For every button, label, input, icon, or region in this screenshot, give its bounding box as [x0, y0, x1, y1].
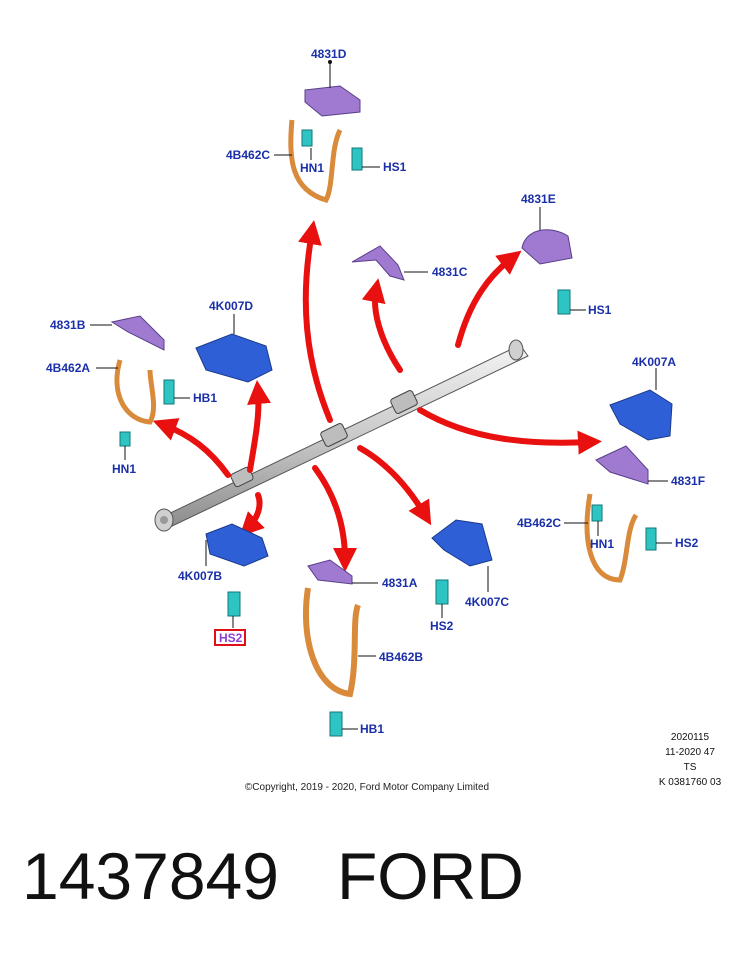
fastener-HS1-right — [557, 289, 571, 315]
driveshaft — [154, 339, 529, 532]
label-4K007B: 4K007B — [178, 569, 222, 583]
arrow-to-4K007C — [357, 445, 432, 526]
label-4K007C: 4K007C — [465, 595, 509, 609]
shaft-joint-center — [320, 423, 348, 447]
strap-4B462A — [114, 359, 157, 425]
group-4831D — [274, 60, 380, 203]
arrow-to-4831B — [152, 418, 231, 478]
red-arrows — [152, 220, 602, 572]
driveshaft-exploded-diagram: 4831D 4B462C HN1 HS1 4831E HS1 4831C 483… — [46, 47, 705, 737]
meta-line-1: 2020115 — [670, 732, 710, 743]
group-4831E — [521, 207, 586, 315]
label-HN1-top: HN1 — [300, 161, 324, 175]
callout-labels: 4831D 4B462C HN1 HS1 4831E HS1 4831C 483… — [46, 47, 705, 736]
diagram-metadata: 2020115 11-2020 47 TS K 0381760 03 — [648, 730, 732, 790]
bracket-4831B — [110, 315, 165, 351]
fastener-HS2-highlight — [227, 591, 241, 617]
highlight-box-HS2 — [214, 629, 246, 646]
bracket-4831C — [351, 245, 405, 281]
label-4K007D: 4K007D — [209, 299, 253, 313]
fastener-HN1-left — [119, 431, 131, 447]
fastener-HN1-right — [591, 504, 603, 522]
meta-line-2: 11-2020 47 — [665, 747, 715, 758]
fastener-HB1-bottom — [329, 711, 343, 737]
label-HB1-bottom: HB1 — [360, 722, 384, 736]
strap-4B462C-top — [288, 119, 343, 203]
bracket-4831F — [595, 445, 649, 485]
part-number: 1437849 — [22, 839, 279, 913]
label-4831E: 4831E — [521, 192, 556, 206]
label-4B462C-top: 4B462C — [226, 148, 270, 162]
fastener-HN1-top — [301, 129, 313, 147]
label-4831B: 4831B — [50, 318, 86, 332]
shield-4K007A — [609, 389, 673, 441]
arrow-to-4K007D — [247, 380, 271, 473]
fastener-HB1-left — [163, 379, 175, 405]
fastener-HS1-top — [351, 147, 363, 171]
group-4K007C — [431, 519, 493, 618]
label-HS1-top: HS1 — [383, 160, 407, 174]
bracket-4831A — [307, 559, 353, 585]
shield-4K007B — [205, 523, 269, 567]
label-HS2-right: HS2 — [675, 536, 699, 550]
arrow-to-4831D — [298, 220, 333, 423]
bracket-4831D — [304, 85, 361, 117]
brand-name: FORD — [336, 839, 524, 913]
label-4B462B: 4B462B — [379, 650, 423, 664]
label-4B462A: 4B462A — [46, 361, 90, 375]
arrow-to-4831A — [312, 465, 357, 572]
arrow-to-4K007B — [239, 492, 265, 537]
label-4831C: 4831C — [432, 265, 468, 279]
group-4K007A — [564, 368, 673, 583]
strap-4B462C-right — [584, 493, 639, 583]
footer-title: 1437849 FORD — [22, 838, 524, 914]
label-4831A: 4831A — [382, 576, 418, 590]
shaft-joint-right — [390, 390, 418, 414]
arrow-to-4831E — [455, 250, 522, 348]
label-HS1-right: HS1 — [588, 303, 612, 317]
shield-4K007D — [195, 333, 273, 383]
group-4K007D — [195, 314, 273, 383]
arrow-to-4K007A — [417, 407, 602, 455]
group-4831A — [302, 559, 378, 737]
label-4K007A: 4K007A — [632, 355, 676, 369]
label-HB1-left: HB1 — [193, 391, 217, 405]
strap-4B462B — [302, 587, 361, 698]
copyright-notice: ©Copyright, 2019 - 2020, Ford Motor Comp… — [244, 782, 490, 793]
group-4K007B — [205, 523, 269, 646]
label-4831D: 4831D — [311, 47, 347, 61]
bracket-4831E — [521, 229, 573, 265]
label-HN1-left: HN1 — [112, 462, 136, 476]
label-4831F: 4831F — [671, 474, 705, 488]
label-4B462C-right: 4B462C — [517, 516, 561, 530]
label-HN1-right: HN1 — [590, 537, 614, 551]
fastener-HS2-mid — [435, 579, 449, 605]
meta-line-4: K 0381760 03 — [658, 777, 722, 788]
label-HS2-highlight: HS2 — [219, 631, 243, 645]
group-4831C — [351, 245, 428, 281]
arrow-to-4831C — [361, 278, 403, 373]
meta-line-3: TS — [683, 762, 697, 773]
group-4831B — [90, 315, 190, 460]
label-HS2-mid: HS2 — [430, 619, 454, 633]
fastener-HS2-right — [645, 527, 657, 551]
shield-4K007C — [431, 519, 493, 567]
